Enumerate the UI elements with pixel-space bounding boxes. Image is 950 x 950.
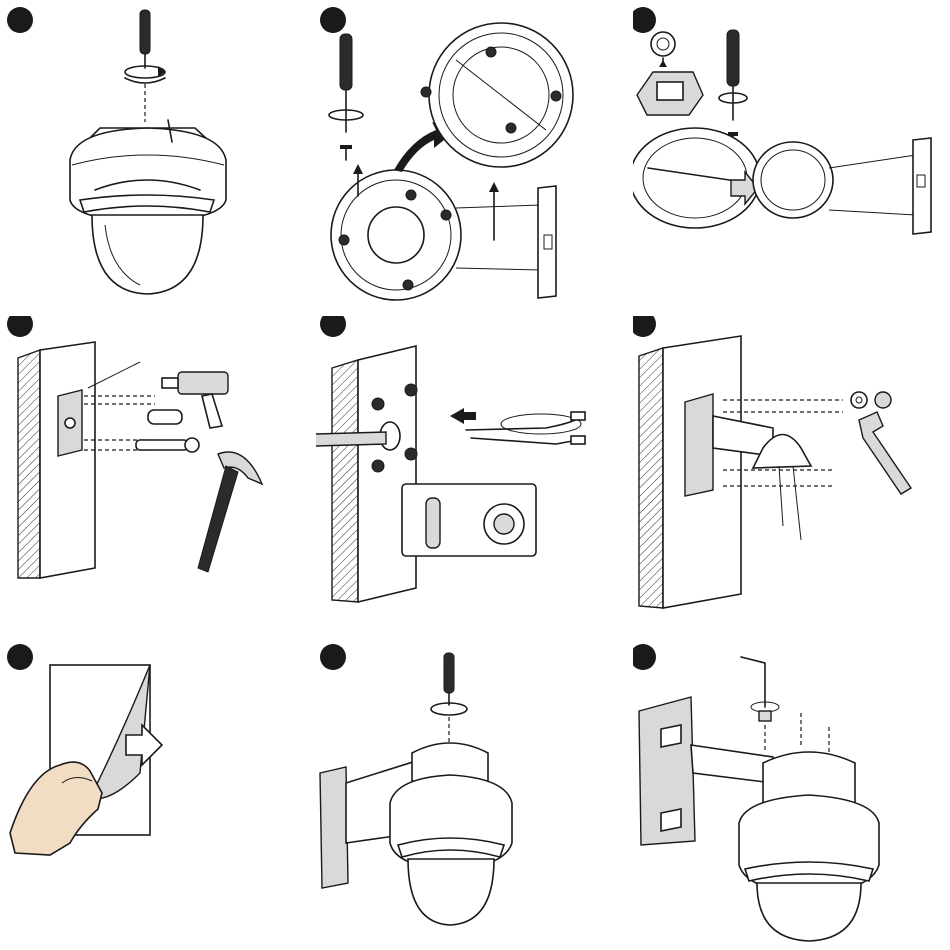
screwdriver-icon	[431, 653, 467, 715]
dome-camera-icon	[70, 120, 226, 294]
mount-plate-icon	[331, 170, 461, 300]
clip-icon	[637, 72, 703, 115]
step-5-badge	[320, 316, 346, 337]
step-3-badge	[633, 7, 656, 33]
desiccant-icon	[402, 484, 536, 556]
bracket-icon	[753, 138, 931, 234]
washer-icon	[851, 392, 891, 408]
step-6-panel	[633, 316, 950, 633]
step-4-badge	[7, 316, 33, 337]
bracket-icon	[456, 186, 556, 298]
step-3-panel	[633, 0, 950, 316]
step-5-panel	[316, 316, 633, 633]
wrench-icon	[859, 412, 911, 494]
step-8-badge	[320, 644, 346, 670]
screwdriver-icon	[719, 30, 747, 146]
step-9-badge	[633, 644, 656, 670]
step-7-panel	[0, 633, 316, 950]
allen-key-icon	[741, 657, 779, 721]
wall-icon	[332, 346, 416, 602]
step-8-panel	[316, 633, 633, 950]
step-9-panel	[633, 633, 950, 950]
nut-icon	[651, 32, 675, 56]
step-2-badge	[320, 7, 346, 33]
step-4-panel	[0, 316, 316, 633]
mount-plate-icon	[421, 23, 573, 167]
hand-icon	[10, 762, 102, 855]
anchor-icon	[136, 410, 199, 452]
screw-icon	[340, 145, 352, 160]
step-6-badge	[633, 316, 656, 337]
screwdriver-icon	[140, 10, 150, 68]
screwdriver-icon	[329, 34, 363, 132]
step-2-panel	[316, 0, 633, 316]
wall-icon	[18, 342, 95, 578]
step-1-badge	[7, 7, 33, 33]
cable-icon	[450, 408, 585, 444]
hammer-icon	[198, 452, 262, 572]
template-icon	[58, 390, 82, 456]
mount-plate-icon	[633, 128, 760, 228]
step-7-badge	[7, 644, 33, 670]
step-1-panel	[0, 0, 316, 316]
